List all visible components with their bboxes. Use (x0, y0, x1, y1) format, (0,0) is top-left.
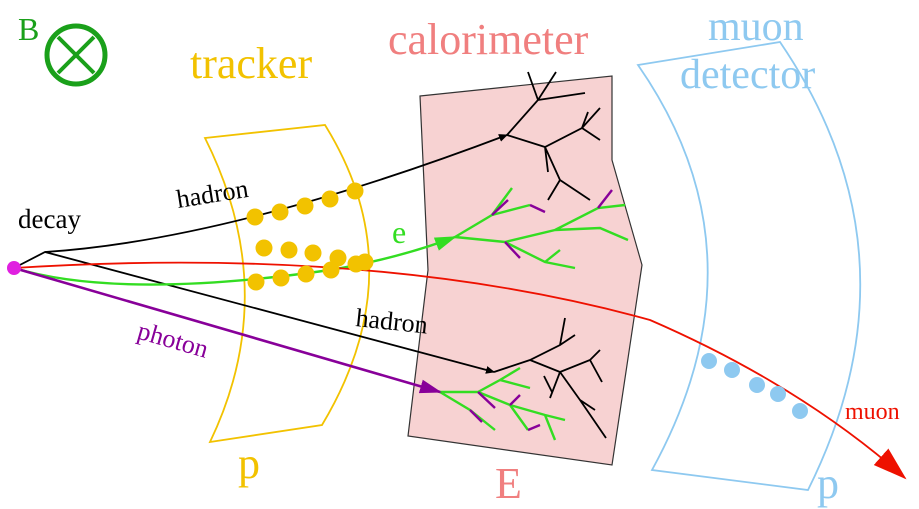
tracker-detector: tracker (190, 39, 371, 444)
calorimeter-label: calorimeter (388, 15, 589, 64)
field-label: B (18, 11, 39, 47)
tracker-hit (271, 203, 289, 221)
tracker-hit (304, 244, 322, 262)
circled-cross-icon (44, 23, 108, 87)
tracker-hit (346, 182, 364, 200)
hadron-shower-bottom (493, 317, 607, 439)
calorimeter-body (407, 75, 643, 466)
muon-detector: muon detector (636, 4, 862, 491)
hadron-shower-top (506, 71, 601, 201)
muon-hit (792, 403, 808, 419)
tracker-hit (322, 261, 340, 279)
muon-measure-label: p (817, 459, 839, 508)
particle-tracks (13, 134, 907, 480)
tracker-hit (272, 269, 290, 287)
photon-track (13, 266, 442, 394)
muon-hit (701, 353, 717, 369)
calorimeter-detector: calorimeter (388, 15, 643, 466)
magnetic-field-symbol: B (18, 11, 108, 87)
electron-label: e (392, 214, 406, 250)
electron-shower (454, 187, 629, 270)
muon-hit (770, 386, 786, 402)
tracker-hit (255, 239, 273, 257)
tracker-hits (246, 182, 374, 291)
photon-shower (439, 366, 566, 441)
tracker-hit (247, 273, 265, 291)
hadron-track-bottom (44, 251, 495, 374)
calorimeter-measure-label: E (495, 459, 522, 508)
muon-detector-outline (636, 41, 862, 491)
hadron-label-top: hadron (174, 174, 250, 214)
decay-vertex (7, 261, 21, 275)
tracker-label: tracker (190, 39, 312, 88)
hadron-label-bottom: hadron (354, 303, 429, 339)
muon-hits (701, 353, 808, 419)
muon-hit (724, 362, 740, 378)
muon-track (13, 261, 907, 480)
tracker-hit (246, 208, 264, 226)
muon-detector-label-line2: detector (680, 52, 815, 98)
tracker-measure-label: p (238, 439, 260, 488)
muon-particle-label: muon (845, 399, 900, 425)
tracker-hit (296, 197, 314, 215)
tracker-hit (280, 241, 298, 259)
tracker-outline (203, 124, 371, 444)
muon-detector-label-line1: muon (708, 4, 804, 50)
hadron-track-top (13, 134, 508, 269)
tracker-hit (297, 265, 315, 283)
muon-hit (749, 377, 765, 393)
tracker-hit (321, 190, 339, 208)
tracker-hit (347, 255, 365, 273)
decay-label: decay (18, 204, 81, 234)
